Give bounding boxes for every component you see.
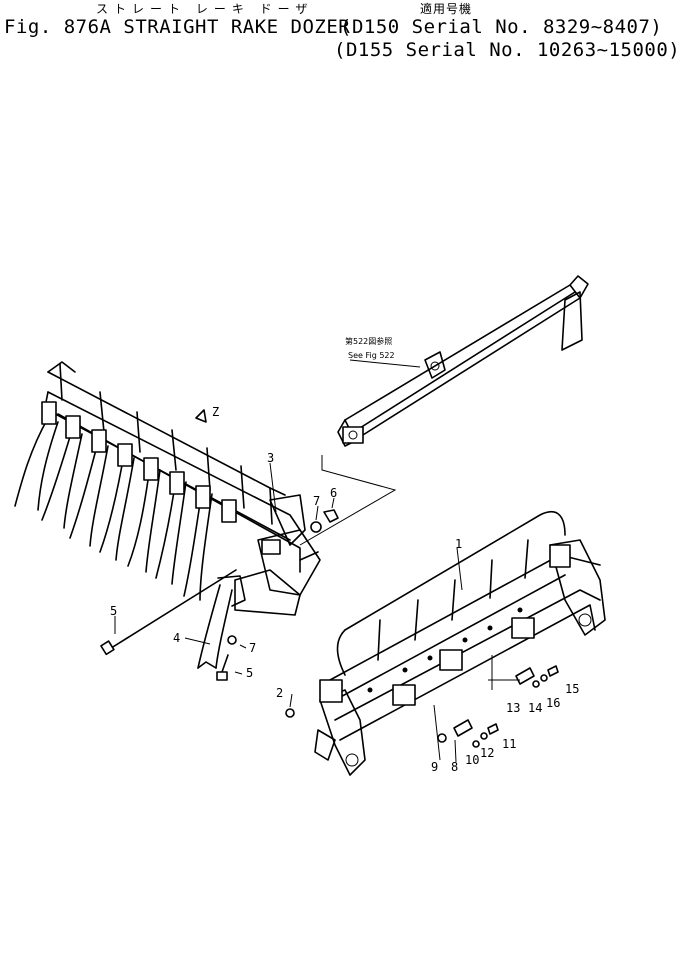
callout-10: 10	[465, 753, 479, 767]
exploded-parts-diagram: Z	[14, 275, 606, 776]
callout-1: 1	[455, 537, 462, 551]
reference-label-japanese: 第522図参照	[345, 336, 392, 346]
reference-label-english: See Fig 522	[348, 351, 395, 360]
serial-line-d150: (D150 Serial No. 8329~8407)	[340, 16, 663, 38]
exploded-tine	[197, 575, 246, 669]
applicable-label-japanese: 適用号機	[420, 2, 473, 16]
callout-3: 3	[267, 451, 274, 465]
callout-2: 2	[276, 686, 283, 700]
figure-title: Fig. 876A STRAIGHT RAKE DOZER	[4, 16, 350, 38]
callout-9: 9	[431, 760, 438, 774]
lower-rake-frame	[314, 511, 606, 776]
hardware-parts	[100, 509, 559, 748]
title-japanese: ストレート レーキ ドーザ	[96, 2, 314, 16]
title-english: STRAIGHT RAKE DOZER	[123, 16, 351, 38]
callout-7-lower: 7	[249, 641, 256, 655]
callout-16: 16	[546, 696, 560, 710]
callout-12: 12	[480, 746, 494, 760]
callout-7-upper: 7	[313, 494, 320, 508]
push-arm-assembly	[337, 275, 589, 447]
rake-dozer-frame	[43, 361, 321, 616]
callout-4: 4	[173, 631, 180, 645]
direction-marker: Z	[195, 405, 219, 423]
callout-14: 14	[528, 701, 542, 715]
callout-13: 13	[506, 701, 520, 715]
direction-marker-label: Z	[212, 405, 219, 419]
rake-tines	[14, 401, 237, 601]
callout-11: 11	[502, 737, 516, 751]
callout-5-upper: 5	[110, 604, 117, 618]
callout-5-lower: 5	[246, 666, 253, 680]
callout-6: 6	[330, 486, 337, 500]
leader-lines	[114, 359, 520, 763]
callout-8: 8	[451, 760, 458, 774]
callout-15: 15	[565, 682, 579, 696]
figure-number: Fig. 876A	[4, 16, 112, 38]
serial-line-d155: (D155 Serial No. 10263~15000)	[334, 39, 680, 61]
